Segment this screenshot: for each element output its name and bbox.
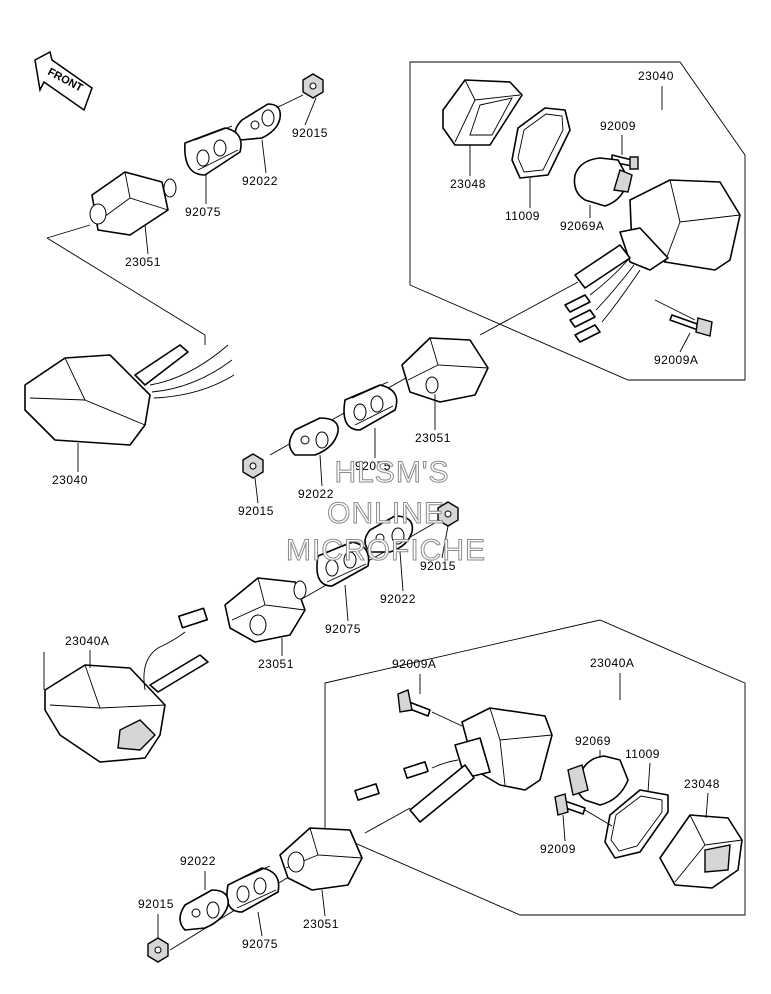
watermark-line2: ONLINE bbox=[327, 497, 445, 530]
callout-lens: 23048 bbox=[684, 777, 720, 791]
callout-assembly: 23040A bbox=[590, 656, 634, 670]
callout-holder: 23051 bbox=[258, 657, 294, 671]
front-arrow-icon: FRONT bbox=[34, 50, 93, 112]
callout-damper: 92075 bbox=[242, 937, 278, 951]
damper-part bbox=[226, 865, 280, 913]
washer-part bbox=[288, 417, 339, 456]
watermark-line1: HLSM'S bbox=[334, 456, 449, 489]
nut-part bbox=[437, 501, 459, 527]
watermark-line3: MICROFICHE bbox=[286, 534, 486, 567]
callout-screw-small: 92009 bbox=[540, 842, 576, 856]
top-right-assembly-frame bbox=[409, 61, 746, 381]
holder-part bbox=[89, 171, 177, 236]
damper-part bbox=[316, 539, 370, 587]
callout-screw-large: 92009A bbox=[654, 353, 698, 367]
callout-nut: 92015 bbox=[292, 126, 328, 140]
callout-nut: 92015 bbox=[238, 504, 274, 518]
callout-washer: 92022 bbox=[242, 174, 278, 188]
top-right-group: 23040 92009 23048 11009 92069A 92009A bbox=[442, 69, 741, 367]
damper-part bbox=[184, 125, 242, 176]
callout-washer: 92022 bbox=[380, 592, 416, 606]
callout-lens: 23048 bbox=[450, 177, 486, 191]
callout-lamp: 23040 bbox=[52, 473, 88, 487]
watermark: HLSM'S ONLINE MICROFICHE bbox=[286, 456, 486, 568]
lamp-assembly-part bbox=[564, 179, 741, 343]
bulb-part bbox=[573, 157, 633, 207]
callout-bulb: 92069 bbox=[575, 734, 611, 748]
callout-gasket: 11009 bbox=[505, 209, 540, 223]
bulb-part bbox=[567, 755, 629, 806]
holder-part bbox=[401, 337, 489, 403]
washer-part bbox=[364, 515, 414, 553]
nut-part bbox=[302, 73, 324, 99]
middle-upper-group: 23051 92075 92022 92015 bbox=[238, 337, 489, 518]
gasket-part bbox=[604, 789, 669, 859]
lens-part bbox=[442, 79, 523, 146]
callout-damper: 92075 bbox=[325, 622, 361, 636]
screw-large-part bbox=[397, 689, 431, 717]
holder-part bbox=[279, 827, 363, 891]
middle-lower-group: 92015 92022 92075 23051 23040A bbox=[43, 501, 459, 763]
washer-part bbox=[179, 889, 229, 931]
callout-washer: 92022 bbox=[298, 487, 334, 501]
nut-part bbox=[147, 937, 169, 963]
nut-part bbox=[242, 453, 264, 479]
callout-washer: 92022 bbox=[180, 854, 216, 868]
screw-small-part bbox=[554, 793, 586, 816]
callout-lamp: 23040A bbox=[65, 634, 109, 648]
gasket-part bbox=[511, 107, 571, 179]
callout-gasket: 11009 bbox=[625, 747, 660, 761]
callout-screw-small: 92009 bbox=[600, 119, 636, 133]
bottom-left-group: 92022 92015 23051 92075 bbox=[138, 807, 411, 963]
callout-holder: 23051 bbox=[303, 917, 339, 931]
washer-part bbox=[234, 103, 282, 141]
screw-large-part bbox=[669, 314, 713, 337]
lens-part bbox=[659, 814, 743, 889]
callout-damper: 92075 bbox=[355, 459, 391, 473]
damper-part bbox=[343, 381, 398, 431]
holder-part bbox=[224, 577, 307, 643]
callout-assembly: 23040 bbox=[638, 69, 674, 83]
lamp-part bbox=[44, 607, 209, 763]
callout-holder: 23051 bbox=[415, 431, 451, 445]
callout-nut: 92015 bbox=[420, 559, 456, 573]
callout-screw-large: 92009A bbox=[392, 657, 436, 671]
callout-damper: 92075 bbox=[185, 205, 221, 219]
bottom-right-group: 23040A 92009A 92069 11009 23048 92009 bbox=[354, 656, 743, 889]
callout-bulb: 92069A bbox=[560, 219, 604, 233]
lamp-part bbox=[24, 344, 235, 446]
callout-nut: 92015 bbox=[138, 897, 174, 911]
lamp-assembly-part bbox=[354, 707, 553, 823]
callout-holder: 23051 bbox=[125, 255, 161, 269]
top-left-group: 92015 92022 92075 23051 23040 bbox=[24, 73, 328, 487]
